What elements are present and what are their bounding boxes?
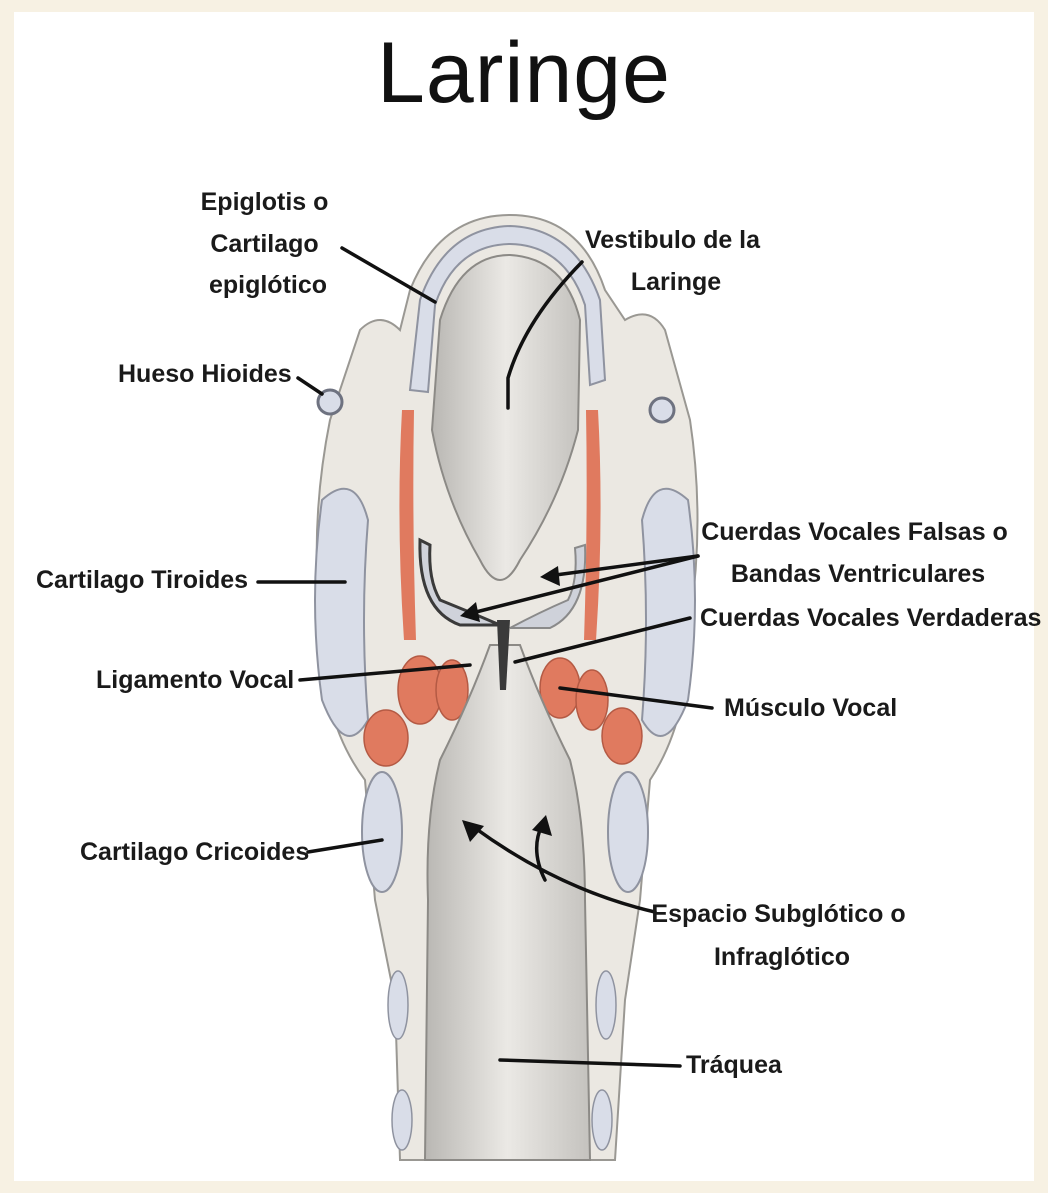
hyoid-bone-right xyxy=(650,398,674,422)
cricoid-cartilage-right xyxy=(608,772,648,892)
thyroid-cartilage-left xyxy=(315,489,368,736)
label-cuerdas-falsas: Cuerdas Vocales Falsas o Bandas Ventricu… xyxy=(701,518,1015,588)
label-ligamento-vocal: Ligamento Vocal xyxy=(96,666,294,694)
tracheal-ring-right-1 xyxy=(596,971,616,1039)
label-cartilago-tiroides: Cartilago Tiroides xyxy=(36,566,248,594)
cricoid-cartilage-left xyxy=(362,772,402,892)
label-epiglotis: Epiglotis o Cartilago epiglótico xyxy=(201,188,336,299)
tracheal-ring-left-1 xyxy=(388,971,408,1039)
vocal-muscle-right-3 xyxy=(602,708,642,764)
tracheal-ring-left-2 xyxy=(392,1090,412,1150)
vocal-muscle-left-3 xyxy=(364,710,408,766)
vocal-muscle-right-2 xyxy=(576,670,608,730)
leader-hueso-hioides xyxy=(298,378,322,394)
label-espacio-subglotico: Espacio Subglótico o Infraglótico xyxy=(651,900,912,971)
label-cuerdas-verdaderas: Cuerdas Vocales Verdaderas xyxy=(700,604,1041,632)
label-traquea: Tráquea xyxy=(686,1051,783,1079)
label-musculo-vocal: Músculo Vocal xyxy=(724,694,897,722)
label-hueso-hioides: Hueso Hioides xyxy=(118,360,292,388)
label-vestibulo: Vestibulo de la Laringe xyxy=(585,226,767,296)
tracheal-ring-right-2 xyxy=(592,1090,612,1150)
label-cartilago-cricoides: Cartilago Cricoides xyxy=(80,838,309,866)
